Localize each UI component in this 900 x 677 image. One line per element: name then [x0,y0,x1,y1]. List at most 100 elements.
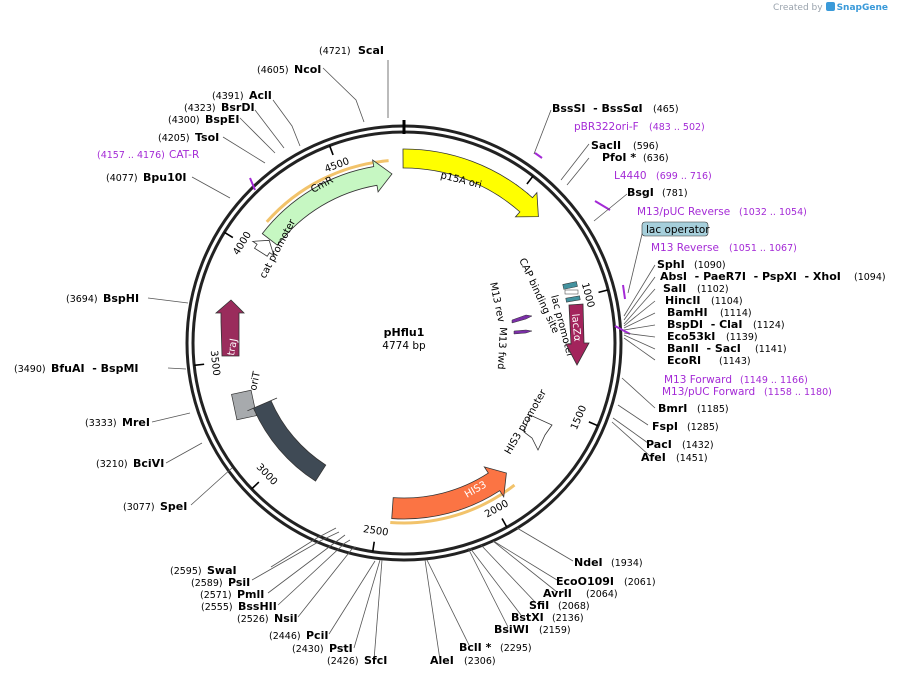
site-sacii-pos: (596) [633,141,659,152]
primer-pbr322ori-f[interactable]: pBR322ori-F [574,121,639,133]
site-ndei-pos: (1934) [611,558,643,569]
feature-his3[interactable]: HIS3 [390,466,516,525]
site-pfoi[interactable]: PfoI * [602,151,636,164]
site-sacii[interactable]: SacII [591,139,621,152]
site-bfuai-pos: (3490) [14,364,46,375]
site-absi[interactable]: AbsI - PaeR7I - PspXI - XhoI [660,270,841,283]
his3-promoter-arrow [523,414,553,451]
primer-m13-puc-fwd[interactable]: M13/pUC Forward [662,386,755,398]
site-bmri[interactable]: BmrI [658,402,687,415]
leader-lines [147,60,656,661]
site-banii[interactable]: BanII - SacI [667,342,741,355]
site-avrii[interactable]: AvrII [543,587,572,600]
site-bcivi[interactable]: BciVI [133,457,164,470]
site-bstxi[interactable]: BstXI [511,611,544,624]
feature-traj[interactable]: traJ [214,299,245,357]
site-bamhi[interactable]: BamHI [667,306,708,319]
site-psti[interactable]: PstI [329,642,353,655]
tick-label-3500: 3500 [208,350,222,376]
primer-labels: (4157 .. 4176) CAT-R pBR322ori-F (483 ..… [97,121,832,398]
primer-m13-puc-rev[interactable]: M13/pUC Reverse [637,206,730,218]
site-ecoo109i-pos: (2061) [624,577,656,588]
site-bsiwi-pos: (2159) [539,625,571,636]
site-alei[interactable]: AleI [430,654,454,667]
m13-rev-arrow [511,314,533,324]
site-tsoi[interactable]: TsoI [195,131,219,144]
site-banii-pos: (1141) [755,344,787,355]
primer-cat-r[interactable]: CAT-R [169,149,199,161]
site-alei-pos: (2306) [464,656,496,667]
site-bspei[interactable]: BspEI [205,113,239,126]
site-sfci[interactable]: SfcI [364,654,387,667]
site-bsrdi[interactable]: BsrDI [221,101,255,114]
site-bsshii[interactable]: BssHII [238,600,277,613]
site-absi-pos: (1094) [854,272,886,283]
feature-lacz-alpha[interactable]: lacZα [565,303,590,366]
site-scai[interactable]: ScaI [358,44,384,57]
site-bcli[interactable]: BclI * [459,641,492,654]
site-spei-pos: (3077) [123,502,155,513]
site-bsphi[interactable]: BspHI [103,292,139,305]
site-pcii-pos: (2446) [269,631,301,642]
site-fspi[interactable]: FspI [652,420,678,433]
site-ecori[interactable]: EcoRI [667,354,701,367]
his3-arrow [391,466,507,520]
site-ncoi[interactable]: NcoI [294,63,321,76]
site-nsii[interactable]: NsiI [274,612,298,625]
site-sphi[interactable]: SphI [657,258,685,271]
p15a-ori-arrow [402,148,539,218]
site-mrei-pos: (3333) [85,418,117,429]
site-acli[interactable]: AclI [249,89,272,102]
site-sphi-pos: (1090) [694,260,726,271]
m13-puc-rev-mark [622,284,626,300]
feature-m13-primers[interactable]: M13 rev M13 fwd [487,281,533,370]
tick-mark-4000 [223,231,234,239]
orit-box [231,389,257,421]
primer-cat-r-range: (4157 .. 4176) [97,150,165,161]
site-bspdi[interactable]: BspDI - ClaI [667,318,742,331]
site-eco53ki[interactable]: Eco53kI [667,330,715,343]
site-bcli-pos: (2295) [500,643,532,654]
site-nsii-pos: (2526) [237,614,269,625]
site-sfii[interactable]: SfiI [529,599,549,612]
primer-m13-fwd-range: (1149 .. 1166) [740,375,808,386]
site-bfuai[interactable]: BfuAI - BspMI [51,362,139,375]
site-hincii[interactable]: HincII [665,294,701,307]
lac-operator-callout[interactable]: lac operator [627,221,710,294]
site-spei[interactable]: SpeI [160,500,187,513]
m13-fwd-label: M13 fwd [495,327,508,370]
primer-m13-fwd[interactable]: M13 Forward [664,374,732,386]
site-ndei[interactable]: NdeI [574,556,603,569]
primer-m13-rev[interactable]: M13 Reverse [651,242,719,254]
site-bpu10i-pos: (4077) [106,173,138,184]
site-mrei[interactable]: MreI [122,416,150,429]
site-afei[interactable]: AfeI [641,451,666,464]
site-ecoo109i[interactable]: EcoO109I [556,575,614,588]
site-swai[interactable]: SwaI [207,564,237,577]
site-ncoi-pos: (4605) [257,65,289,76]
site-sali[interactable]: SalI [663,282,686,295]
site-bsiwi[interactable]: BsiWI [494,623,529,636]
site-bspdi-pos: (1124) [753,320,785,331]
site-psii-pos: (2589) [191,578,223,589]
tick-mark-3000 [251,481,260,490]
site-bsgi[interactable]: BsgI [627,186,654,199]
site-pmli[interactable]: PmlI [237,588,264,601]
primer-l4440[interactable]: L4440 [614,170,647,182]
site-avrii-pos: (2064) [586,589,618,600]
orit-label: oriT [248,370,263,392]
site-bmri-pos: (1185) [697,404,729,415]
site-pcii[interactable]: PciI [306,629,328,642]
site-pmli-pos: (2571) [200,590,232,601]
site-afei-pos: (1451) [676,453,708,464]
tick-label-1500: 1500 [569,404,589,432]
lac-operator-box [565,295,581,303]
site-psii[interactable]: PsiI [228,576,250,589]
feature-his3-promoter[interactable]: HIS3 promoter [503,387,553,457]
feature-cen-ars[interactable]: CEN/ARS [247,397,330,505]
cmr-highlight [265,159,389,223]
site-bsssi[interactable]: BssSI - BssSαI [552,102,643,115]
feature-orit[interactable]: oriT [231,370,264,421]
site-paci[interactable]: PacI [646,438,672,451]
site-bpu10i[interactable]: Bpu10I [143,171,187,184]
